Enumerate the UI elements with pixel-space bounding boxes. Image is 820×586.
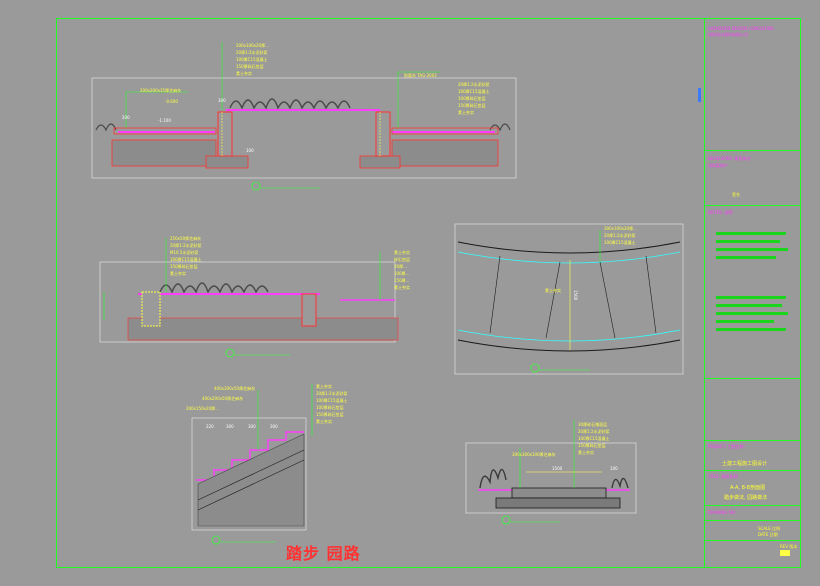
- tb-note-block: [716, 232, 786, 235]
- tb-divider: [704, 520, 801, 521]
- s3-center-label: 素土夯实: [545, 288, 561, 293]
- tb-divider: [704, 540, 801, 541]
- tb-note-block: [716, 328, 786, 331]
- s1-left-callout-2: -0.600: [165, 99, 178, 104]
- s1-top-callout-5: 素土夯实: [236, 71, 252, 76]
- s1-top-callout-4: 150厚碎石垫层: [236, 64, 264, 69]
- tb-divider: [704, 378, 801, 379]
- s5-dim-1: 1500: [552, 466, 563, 471]
- s2-top-callout-3: M10.5水泥砂浆: [170, 250, 199, 255]
- section-1: [91, 42, 517, 191]
- s3-right-callout-3: 100厚C15混凝土: [604, 240, 636, 245]
- s5-right-callout-4: 150厚碎石垫层: [578, 443, 606, 448]
- tb-title-label: TITLE: 图纸名称:: [708, 474, 739, 479]
- s3-dim-v: 1500: [573, 290, 578, 301]
- s4-dim-3: 300: [248, 424, 256, 429]
- s4-top-callout-1: 400x300x50厚芝麻灰: [214, 386, 256, 391]
- s1-right-callout-2: 20厚1:2水泥砂浆: [458, 82, 490, 87]
- s4-right-callout-6: 素土夯实: [316, 419, 332, 424]
- tb-title-value-1: A-A, B-B剖面图: [730, 485, 766, 491]
- tb-company: SHENZHEN DESIGN CONSULTING: [708, 26, 775, 31]
- tb-rev: REV 版本: [780, 544, 798, 549]
- tb-note-block: [716, 296, 786, 299]
- s2-top-callout-4: 100厚C15混凝土: [170, 257, 202, 262]
- s1-dim-2: 300: [218, 98, 226, 103]
- s5-right-callout-5: 素土夯实: [578, 450, 594, 455]
- tb-project-label: PROJECT: 工程名称:: [708, 444, 745, 449]
- tb-note-block: [716, 240, 780, 243]
- tb-note-block: [716, 256, 776, 259]
- tb-note-block: [716, 312, 788, 315]
- tb-date: DATE 日期: [758, 532, 778, 537]
- tb-scale: SCALE 比例: [758, 526, 781, 531]
- tb-divider: [704, 205, 801, 206]
- section-3: [454, 223, 684, 375]
- sheet-main-title: 踏步 园路: [286, 544, 361, 563]
- title-block: [704, 18, 801, 568]
- s4-right-callout-5: 150厚碎石垫层: [316, 412, 344, 417]
- s1-right-callout-3: 100厚C15混凝土: [458, 89, 490, 94]
- s1-top-callout-1: 200x100x20厚...: [236, 43, 269, 48]
- s4-dim-4: 300: [270, 424, 278, 429]
- s2-top-callout-6: 素土夯实: [170, 271, 186, 276]
- s2-right-callout-1: 素土夯实: [394, 250, 410, 255]
- tb-divider: [704, 440, 801, 441]
- s4-right-callout-4: 100厚碎石垫层: [316, 405, 344, 410]
- tb-notes-label: NOTES: 说明:: [708, 210, 734, 215]
- s4-right-callout-3: 100厚C15混凝土: [316, 398, 348, 403]
- s5-right-callout-3: 100厚C15混凝土: [578, 436, 610, 441]
- tb-divider: [704, 150, 801, 151]
- section-5: [465, 420, 637, 525]
- tb-note-block: [716, 248, 788, 251]
- s1-dim-4: -1.100: [158, 118, 171, 123]
- tb-developer-value: 深圳某地产: [708, 163, 728, 168]
- section-2: [99, 238, 399, 358]
- s1-right-callout-6: 素土夯实: [458, 110, 474, 115]
- tb-divider: [704, 470, 801, 471]
- s4-top-callout-3: 200x150x20厚...: [186, 406, 219, 411]
- drawing-frame: [56, 18, 801, 568]
- tb-note-block: [716, 320, 774, 323]
- s5-right-callout-1: 30厚碎石铺面层: [578, 422, 608, 427]
- s1-right-callout-4: 100厚碎石垫层: [458, 96, 486, 101]
- section-4: [191, 384, 313, 545]
- s2-right-callout-2: 碎石垫层: [394, 257, 410, 262]
- tb-divider: [704, 505, 801, 506]
- s3-right-callout-2: 20厚1:2水泥砂浆: [604, 233, 636, 238]
- tb-developer-label: DEVELOPER: 建设单位: [708, 156, 751, 161]
- s1-right-callout-5: 150厚碎石垫层: [458, 103, 486, 108]
- s4-right-callout-2: 20厚1:2水泥砂浆: [316, 391, 348, 396]
- tb-project-value: 土建工程施工图设计: [722, 461, 768, 467]
- s3-right-callout-1: 300x100x20厚...: [604, 226, 637, 231]
- s1-left-callout-1: 200x200x35厚芝麻灰: [140, 88, 182, 93]
- s2-right-callout-4: 100厚...: [394, 271, 410, 276]
- s2-right-callout-6: 素土夯实: [394, 285, 410, 290]
- s2-top-callout-2: 20厚1:2水泥砂浆: [170, 243, 202, 248]
- s2-right-callout-3: 20厚...: [394, 264, 407, 269]
- s5-left-callout-1: 300x300x100厚芝麻灰: [512, 452, 556, 457]
- s5-dim-2: 100: [610, 466, 618, 471]
- s1-right-callout-1: 防腐木 TAG-2002: [404, 73, 437, 78]
- s2-right-callout-5: 150厚...: [394, 278, 410, 283]
- s1-top-callout-2: 20厚1:2水泥砂浆: [236, 50, 268, 55]
- s4-dim-1: 220: [206, 424, 214, 429]
- s2-top-callout-5: 150厚碎石垫层: [170, 264, 198, 269]
- tb-title-value-2: 踏步做法, 园路做法: [724, 495, 768, 501]
- tb-note-block: [716, 304, 782, 307]
- tb-rev-box: [780, 550, 790, 556]
- tb-company-sub: 深圳设计顾问有限公司: [708, 32, 748, 37]
- s5-right-callout-2: 20厚1:2水泥砂浆: [578, 429, 610, 434]
- tb-seal: 签名: [732, 192, 740, 197]
- s1-dim-1: 200: [122, 115, 130, 120]
- s1-top-callout-3: 100厚C15混凝土: [236, 57, 268, 62]
- s4-top-callout-2: 400x200x50厚芝麻灰: [202, 396, 244, 401]
- tb-drawing-no: DRAWING NO.: [708, 510, 736, 515]
- s2-top-callout-1: 250x50厚芝麻灰: [170, 236, 202, 241]
- s4-dim-2: 300: [226, 424, 234, 429]
- s1-dim-3: 100: [246, 148, 254, 153]
- s4-right-callout-1: 素土夯实: [316, 384, 332, 389]
